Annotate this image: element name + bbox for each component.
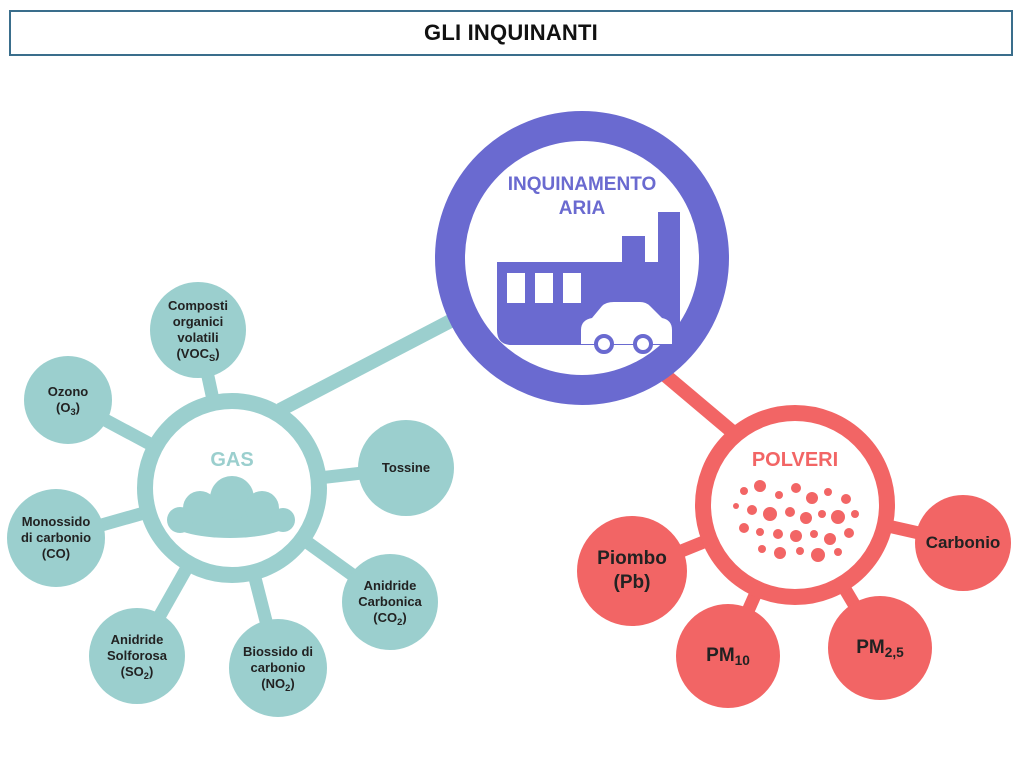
node-pm25: [828, 596, 932, 700]
gas-title: GAS: [210, 449, 254, 471]
label-ozono: Ozono (O3): [47, 383, 89, 417]
label-voc: Composti organici volatili (VOCS): [168, 297, 228, 364]
label-tossine: Tossine: [381, 459, 431, 475]
node-pm10: [676, 604, 780, 708]
hub-label-line2: ARIA: [558, 197, 606, 219]
node-co: [7, 489, 105, 587]
node-ozono: [24, 356, 112, 444]
title-box: GLI INQUINANTI: [9, 10, 1013, 56]
gas-node: [137, 393, 327, 583]
polveri-title: POLVERI: [751, 449, 839, 471]
hub-label: INQUINAMENTO ARIA: [482, 173, 682, 221]
factory-car-icon: [497, 212, 680, 354]
label-carbonio: Carbonio: [925, 533, 1001, 553]
hub-node: [435, 111, 729, 405]
polveri-node: [695, 405, 895, 605]
node-piombo: [577, 516, 687, 626]
label-piombo: Piombo (Pb): [597, 548, 667, 593]
label-pm25: PM2,5: [856, 637, 904, 661]
connector-hub-gas: [276, 308, 466, 417]
node-voc: [150, 282, 246, 378]
label-no2: Biossido di carbonio (NO2): [242, 643, 314, 693]
node-no2: [229, 619, 327, 717]
gas-satellites: [7, 282, 454, 717]
node-co2: [342, 554, 438, 650]
node-tossine: [358, 420, 454, 516]
polveri-satellites: [577, 495, 1011, 708]
label-so2: Anidride Solforosa (SO2): [107, 631, 167, 681]
page-title: GLI INQUINANTI: [424, 20, 598, 45]
node-so2: [89, 608, 185, 704]
hub-label-line1: INQUINAMENTO: [507, 174, 657, 195]
cloud-icon: [167, 476, 295, 538]
label-co: Monossido di carbonio (CO): [20, 513, 92, 562]
particles-icon: [733, 480, 859, 562]
label-pm10: PM10: [706, 645, 750, 669]
label-co2: Anidride Carbonica (CO2): [358, 577, 422, 627]
node-carbonio: [915, 495, 1011, 591]
